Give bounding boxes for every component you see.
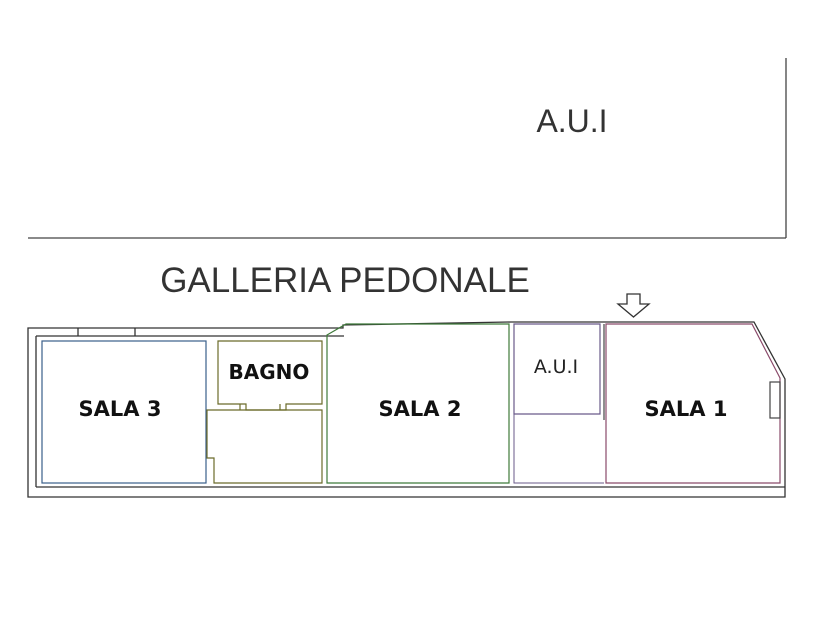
room-label-bagno: BAGNO <box>229 360 310 384</box>
room-aui-small: A.U.I <box>513 323 605 484</box>
room-bagno: BAGNO <box>206 340 323 484</box>
room-label-sala-3: SALA 3 <box>79 397 162 421</box>
top-area-label: A.U.I <box>536 103 607 139</box>
room-label-sala-2: SALA 2 <box>379 397 462 421</box>
top-area: A.U.I <box>28 58 787 239</box>
room-label-sala-1: SALA 1 <box>645 397 728 421</box>
room-sala-1: SALA 1 <box>605 323 781 484</box>
room-label-aui-small: A.U.I <box>534 356 578 378</box>
room-sala-2: SALA 2 <box>326 323 510 484</box>
building-outline <box>27 321 786 498</box>
room-sala-3: SALA 3 <box>41 340 207 484</box>
down-arrow-icon <box>616 293 651 318</box>
gallery-label: GALLERIA PEDONALE <box>160 261 530 300</box>
sala-1-side-panel <box>769 381 781 419</box>
